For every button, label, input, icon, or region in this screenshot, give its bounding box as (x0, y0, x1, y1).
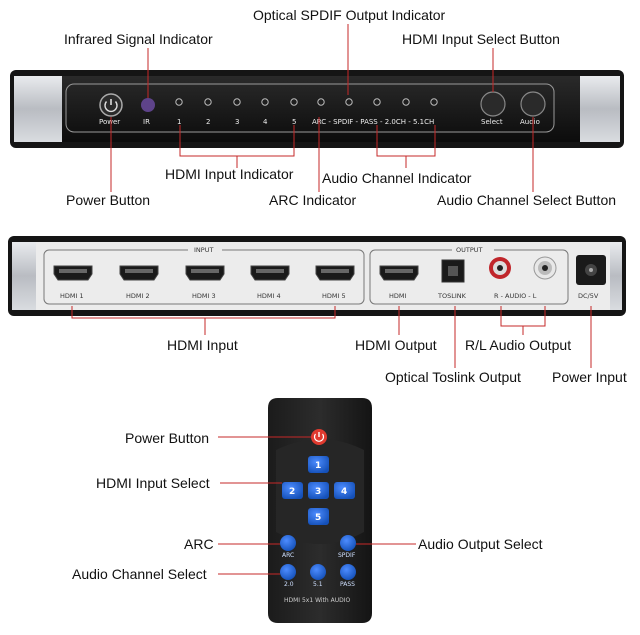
ir-sensor (141, 98, 155, 112)
remote-btn-5[interactable] (308, 508, 329, 525)
callout-audio-channel-select-button: Audio Channel Select Button (437, 192, 617, 208)
remote-spdif-button[interactable] (340, 535, 356, 551)
callout-ir-indicator: Infrared Signal Indicator (64, 31, 213, 47)
hdmi-output-port (379, 265, 419, 281)
rear-toslink-label: TOSLINK (437, 292, 467, 300)
rear-hdmi5-label: HDMI 5 (322, 292, 346, 300)
led-label-4: 4 (263, 118, 268, 126)
hdmi-input-ports (53, 265, 355, 281)
remote-num-4: 4 (341, 487, 347, 497)
rear-output-title: OUTPUT (456, 246, 483, 254)
remote-btn-3[interactable] (308, 482, 329, 499)
remote-arc-label: ARC (282, 552, 294, 559)
rear-audio-label: R - AUDIO - L (494, 292, 537, 300)
remote-num-5: 5 (315, 513, 321, 523)
rear-hdmi1-label: HDMI 1 (60, 292, 84, 300)
rear-input-title: INPUT (194, 246, 213, 254)
front-ir-label: IR (143, 118, 150, 126)
callout-power-input: Power Input (552, 369, 627, 385)
rear-hdmi3-label: HDMI 3 (192, 292, 216, 300)
leader-lines (71, 24, 592, 575)
led-label-5: 5 (292, 118, 296, 126)
rear-panel: INPUT OUTPUT (8, 236, 626, 316)
remote-model-label: HDMI 5x1 With AUDIO (284, 597, 350, 604)
front-select-button[interactable] (480, 91, 506, 117)
led-label-1: 1 (177, 118, 181, 126)
remote-51-button[interactable] (310, 564, 326, 580)
callout-remote-arc: ARC (184, 536, 214, 552)
callout-audio-channel-indicator: Audio Channel Indicator (322, 170, 472, 186)
remote-btn-2[interactable] (282, 482, 303, 499)
audio-strip-label: ARC - SPDIF - PASS - 2.0CH - 5.1CH (312, 118, 434, 126)
callout-remote-audio-channel-select: Audio Channel Select (72, 566, 207, 582)
rear-hdmi-out-label: HDMI (389, 292, 407, 300)
remote-num-1: 1 (315, 461, 321, 471)
front-panel: Power IR 1 2 3 4 5 ARC - SPDIF - PASS - … (10, 70, 624, 148)
callout-hdmi-output: HDMI Output (355, 337, 437, 353)
remote-control: 1 2 3 4 5 ARC SPDIF 2.0 5.1 PASS HDMI 5x… (268, 398, 372, 623)
remote-20-button[interactable] (280, 564, 296, 580)
rca-ports (489, 256, 557, 280)
front-select-label: Select (481, 118, 503, 126)
remote-btn-4[interactable] (334, 482, 355, 499)
callout-hdmi-select-button: HDMI Input Select Button (402, 31, 560, 47)
remote-pass-button[interactable] (340, 564, 356, 580)
remote-btn-1[interactable] (308, 456, 329, 473)
remote-arc-button[interactable] (280, 535, 296, 551)
remote-51-label: 5.1 (313, 581, 323, 588)
callout-power-button: Power Button (66, 192, 151, 208)
rear-hdmi4-label: HDMI 4 (257, 292, 281, 300)
callout-optical-toslink-output: Optical Toslink Output (385, 369, 521, 385)
power-icon (104, 101, 118, 113)
remote-audio-buttons: ARC SPDIF 2.0 5.1 PASS (280, 535, 356, 588)
remote-power-icon (313, 433, 325, 442)
callout-remote-power-button: Power Button (125, 430, 210, 446)
front-audio-label: Audio (520, 118, 540, 126)
rear-dc-label: DC/5V (578, 292, 599, 300)
remote-spdif-label: SPDIF (338, 552, 356, 559)
callout-optical-spdif-indicator: Optical SPDIF Output Indicator (253, 7, 446, 23)
led-label-2: 2 (206, 118, 210, 126)
hdmi-leds (175, 98, 298, 106)
callout-rl-audio-output: R/L Audio Output (465, 337, 572, 353)
callout-remote-audio-output-select: Audio Output Select (418, 536, 543, 552)
rear-hdmi2-label: HDMI 2 (126, 292, 150, 300)
callout-remote-hdmi-input-select: HDMI Input Select (96, 475, 210, 491)
remote-pass-label: PASS (340, 581, 355, 588)
remote-num-3: 3 (315, 487, 321, 497)
remote-20-label: 2.0 (284, 581, 294, 588)
front-power-label: Power (99, 118, 120, 126)
led-label-3: 3 (235, 118, 239, 126)
remote-number-buttons: 1 2 3 4 5 (282, 456, 355, 525)
callout-hdmi-input: HDMI Input (167, 337, 238, 353)
callout-arc-indicator: ARC Indicator (269, 192, 357, 208)
callout-hdmi-input-indicator: HDMI Input Indicator (165, 166, 294, 182)
audio-leds (317, 98, 438, 106)
front-audio-button[interactable] (520, 91, 546, 117)
remote-num-2: 2 (289, 487, 295, 497)
